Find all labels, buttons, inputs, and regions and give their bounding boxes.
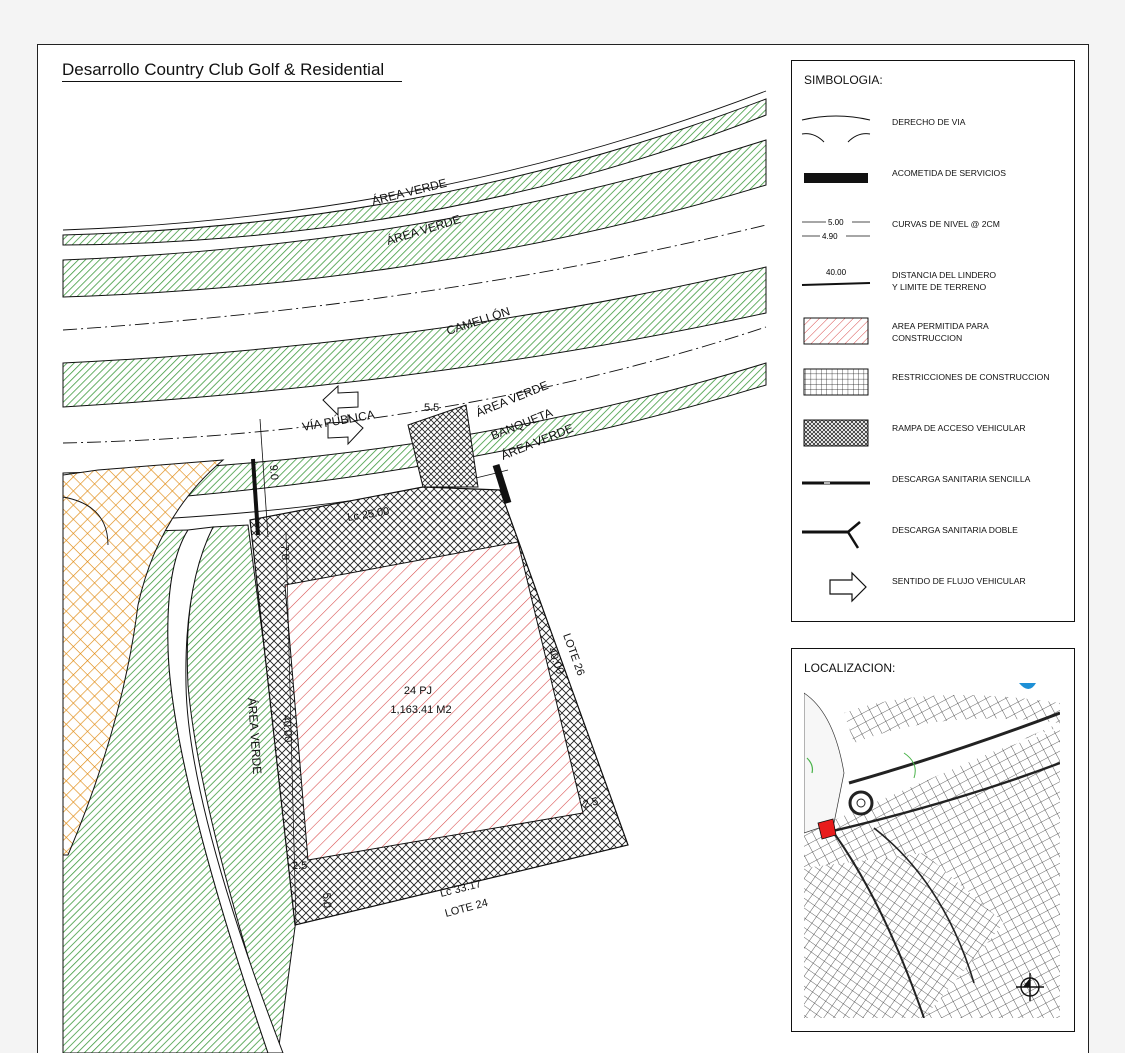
orange-area — [62, 459, 225, 856]
drawing-title-text: Desarrollo Country Club Golf & Residenti… — [62, 60, 385, 79]
crosshatch-icon — [803, 419, 869, 447]
road-edge-top — [62, 90, 767, 231]
dim-right-restriction: 2.5 — [582, 796, 600, 811]
location-panel: LOCALIZACION: — [791, 648, 1075, 1032]
legend-item-derecho-de-via: DERECHO DE VIA — [792, 108, 1074, 148]
dim-left-restriction: 2.5 — [292, 860, 307, 872]
legend-item-restricciones: RESTRICCIONES DE CONSTRUCCION — [792, 363, 1074, 403]
flow-arrow-right-icon — [327, 413, 364, 446]
legend-label: DESCARGA SANITARIA SENCILLA — [892, 474, 1031, 484]
drawing-title: Desarrollo Country Club Golf & Residenti… — [62, 59, 402, 82]
legend-label: RAMPA DE ACCESO VEHICULAR — [892, 423, 1026, 433]
site-plan: ÁREA VERDE ÁREA VERDE CAMELLÓN VÍA PÚBLI… — [62, 90, 767, 1053]
dim-front-restriction: 7.0 — [278, 544, 291, 560]
legend-label: ACOMETIDA DE SERVICIOS — [892, 168, 1006, 178]
double-drain-icon — [802, 521, 861, 549]
legend-item-descarga-sencilla: DESCARGA SANITARIA SENCILLA — [792, 465, 1074, 505]
buildable-area — [284, 541, 584, 861]
location-map — [804, 683, 1060, 1018]
orange-area-edge — [62, 496, 109, 546]
legend-item-curvas: 5.00 4.90 CURVAS DE NIVEL @ 2CM — [792, 210, 1074, 250]
dim-line-setback — [259, 418, 269, 538]
legend-item-descarga-doble: DESCARGA SANITARIA DOBLE — [792, 516, 1074, 556]
single-drain-icon — [802, 481, 870, 485]
green-band-1 — [62, 98, 767, 246]
legend-label: AREA PERMITIDA PARA CONSTRUCCION — [892, 321, 989, 343]
vehicular-ramp — [407, 404, 479, 488]
dim-left-side: 40.00 — [280, 714, 294, 742]
road-curves-icon — [801, 115, 871, 143]
legend-panel: SIMBOLOGIA: DERECHO DE VIA ACOMETIDA DE … — [791, 60, 1075, 622]
legend-item-acometida: ACOMETIDA DE SERVICIOS — [792, 159, 1074, 199]
legend-item-distancia: 40.00 DISTANCIA DEL LINDERO Y LIMITE DE … — [792, 261, 1074, 301]
label-lot-id: 24 PJ — [404, 685, 432, 697]
boundary-value: 40.00 — [826, 268, 847, 277]
lot-location-marker — [817, 818, 837, 840]
legend-label: DERECHO DE VIA — [892, 117, 966, 127]
sanitary-drain — [251, 458, 260, 536]
dim-line-right — [499, 489, 629, 846]
dim-ramp-width: 5.5 — [424, 402, 439, 414]
legend-label: DESCARGA SANITARIA DOBLE — [892, 525, 1018, 535]
dim-front-setback: 9.0 — [267, 464, 280, 480]
drawing-sheet: ÁREA VERDE ÁREA VERDE CAMELLÓN VÍA PÚBLI… — [37, 44, 1089, 1053]
location-title: LOCALIZACION: — [804, 661, 896, 675]
dim-rear-restriction: 5.0 — [320, 892, 333, 908]
north-arrow-icon — [1016, 973, 1044, 1001]
legend-item-area-permitida: AREA PERMITIDA PARA CONSTRUCCION — [792, 312, 1074, 352]
flow-arrow-icon — [829, 571, 867, 603]
contour-value-bottom: 4.90 — [822, 232, 838, 241]
contour-value-top: 5.00 — [828, 218, 844, 227]
dim-line-left — [285, 532, 297, 926]
legend-label: CURVAS DE NIVEL @ 2CM — [892, 219, 1000, 229]
center-line-2 — [62, 326, 767, 444]
green-band-2 — [62, 139, 767, 298]
boundary-line-icon: 40.00 — [801, 268, 871, 286]
service-connection — [492, 463, 512, 505]
label-lote-24: LOTE 24 — [444, 897, 490, 920]
label-lot-area: 1,163.41 M2 — [390, 704, 451, 716]
service-connection-icon — [804, 173, 868, 183]
build-area-hatch-icon — [803, 317, 869, 345]
green-band-3 — [62, 362, 767, 506]
legend-title: SIMBOLOGIA: — [804, 73, 883, 87]
green-band-camellon — [62, 266, 767, 408]
flow-arrow-left-icon — [322, 384, 359, 417]
legend-label: RESTRICCIONES DE CONSTRUCCION — [892, 372, 1050, 382]
legend-item-rampa: RAMPA DE ACCESO VEHICULAR — [792, 414, 1074, 454]
legend-item-flujo: SENTIDO DE FLUJO VEHICULAR — [792, 567, 1074, 607]
contour-lines-icon: 5.00 4.90 — [802, 218, 870, 241]
grid-hatch-icon — [803, 368, 869, 396]
legend-label: SENTIDO DE FLUJO VEHICULAR — [892, 576, 1026, 586]
label-area-verde-side: ÁREA VERDE — [245, 697, 265, 775]
legend-label: DISTANCIA DEL LINDERO Y LIMITE DE TERREN… — [892, 270, 997, 292]
center-line-1 — [62, 224, 767, 331]
